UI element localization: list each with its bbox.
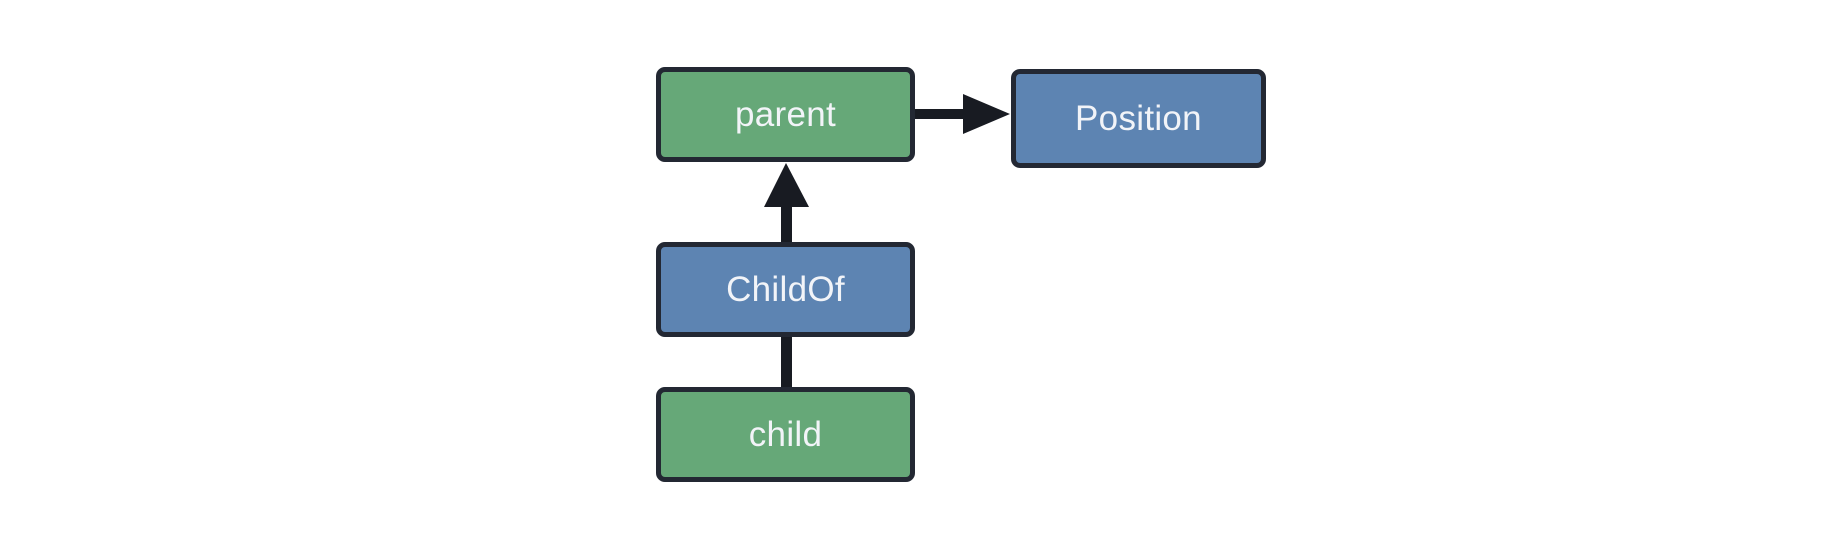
edge-childof-to-parent-shaft: [781, 203, 792, 244]
node-child-label: child: [748, 415, 823, 454]
edge-parent-to-position-arrow: [914, 94, 1010, 134]
edge-child-to-childof-line: [781, 335, 792, 389]
edge-parent-to-position-shaft: [914, 109, 968, 119]
node-childof: ChildOf: [656, 242, 915, 337]
node-childof-label: ChildOf: [726, 270, 845, 309]
edge-childof-to-parent-arrow: [764, 163, 809, 244]
edge-child-to-childof-shaft: [781, 335, 792, 389]
node-parent: parent: [656, 67, 915, 162]
edge-childof-to-parent-arrowhead-icon: [764, 163, 809, 207]
node-child: child: [656, 387, 915, 482]
node-parent-label: parent: [734, 95, 837, 134]
edge-parent-to-position-arrowhead-icon: [963, 94, 1010, 134]
node-position-label: Position: [1075, 99, 1202, 138]
node-position: Position: [1011, 69, 1266, 168]
